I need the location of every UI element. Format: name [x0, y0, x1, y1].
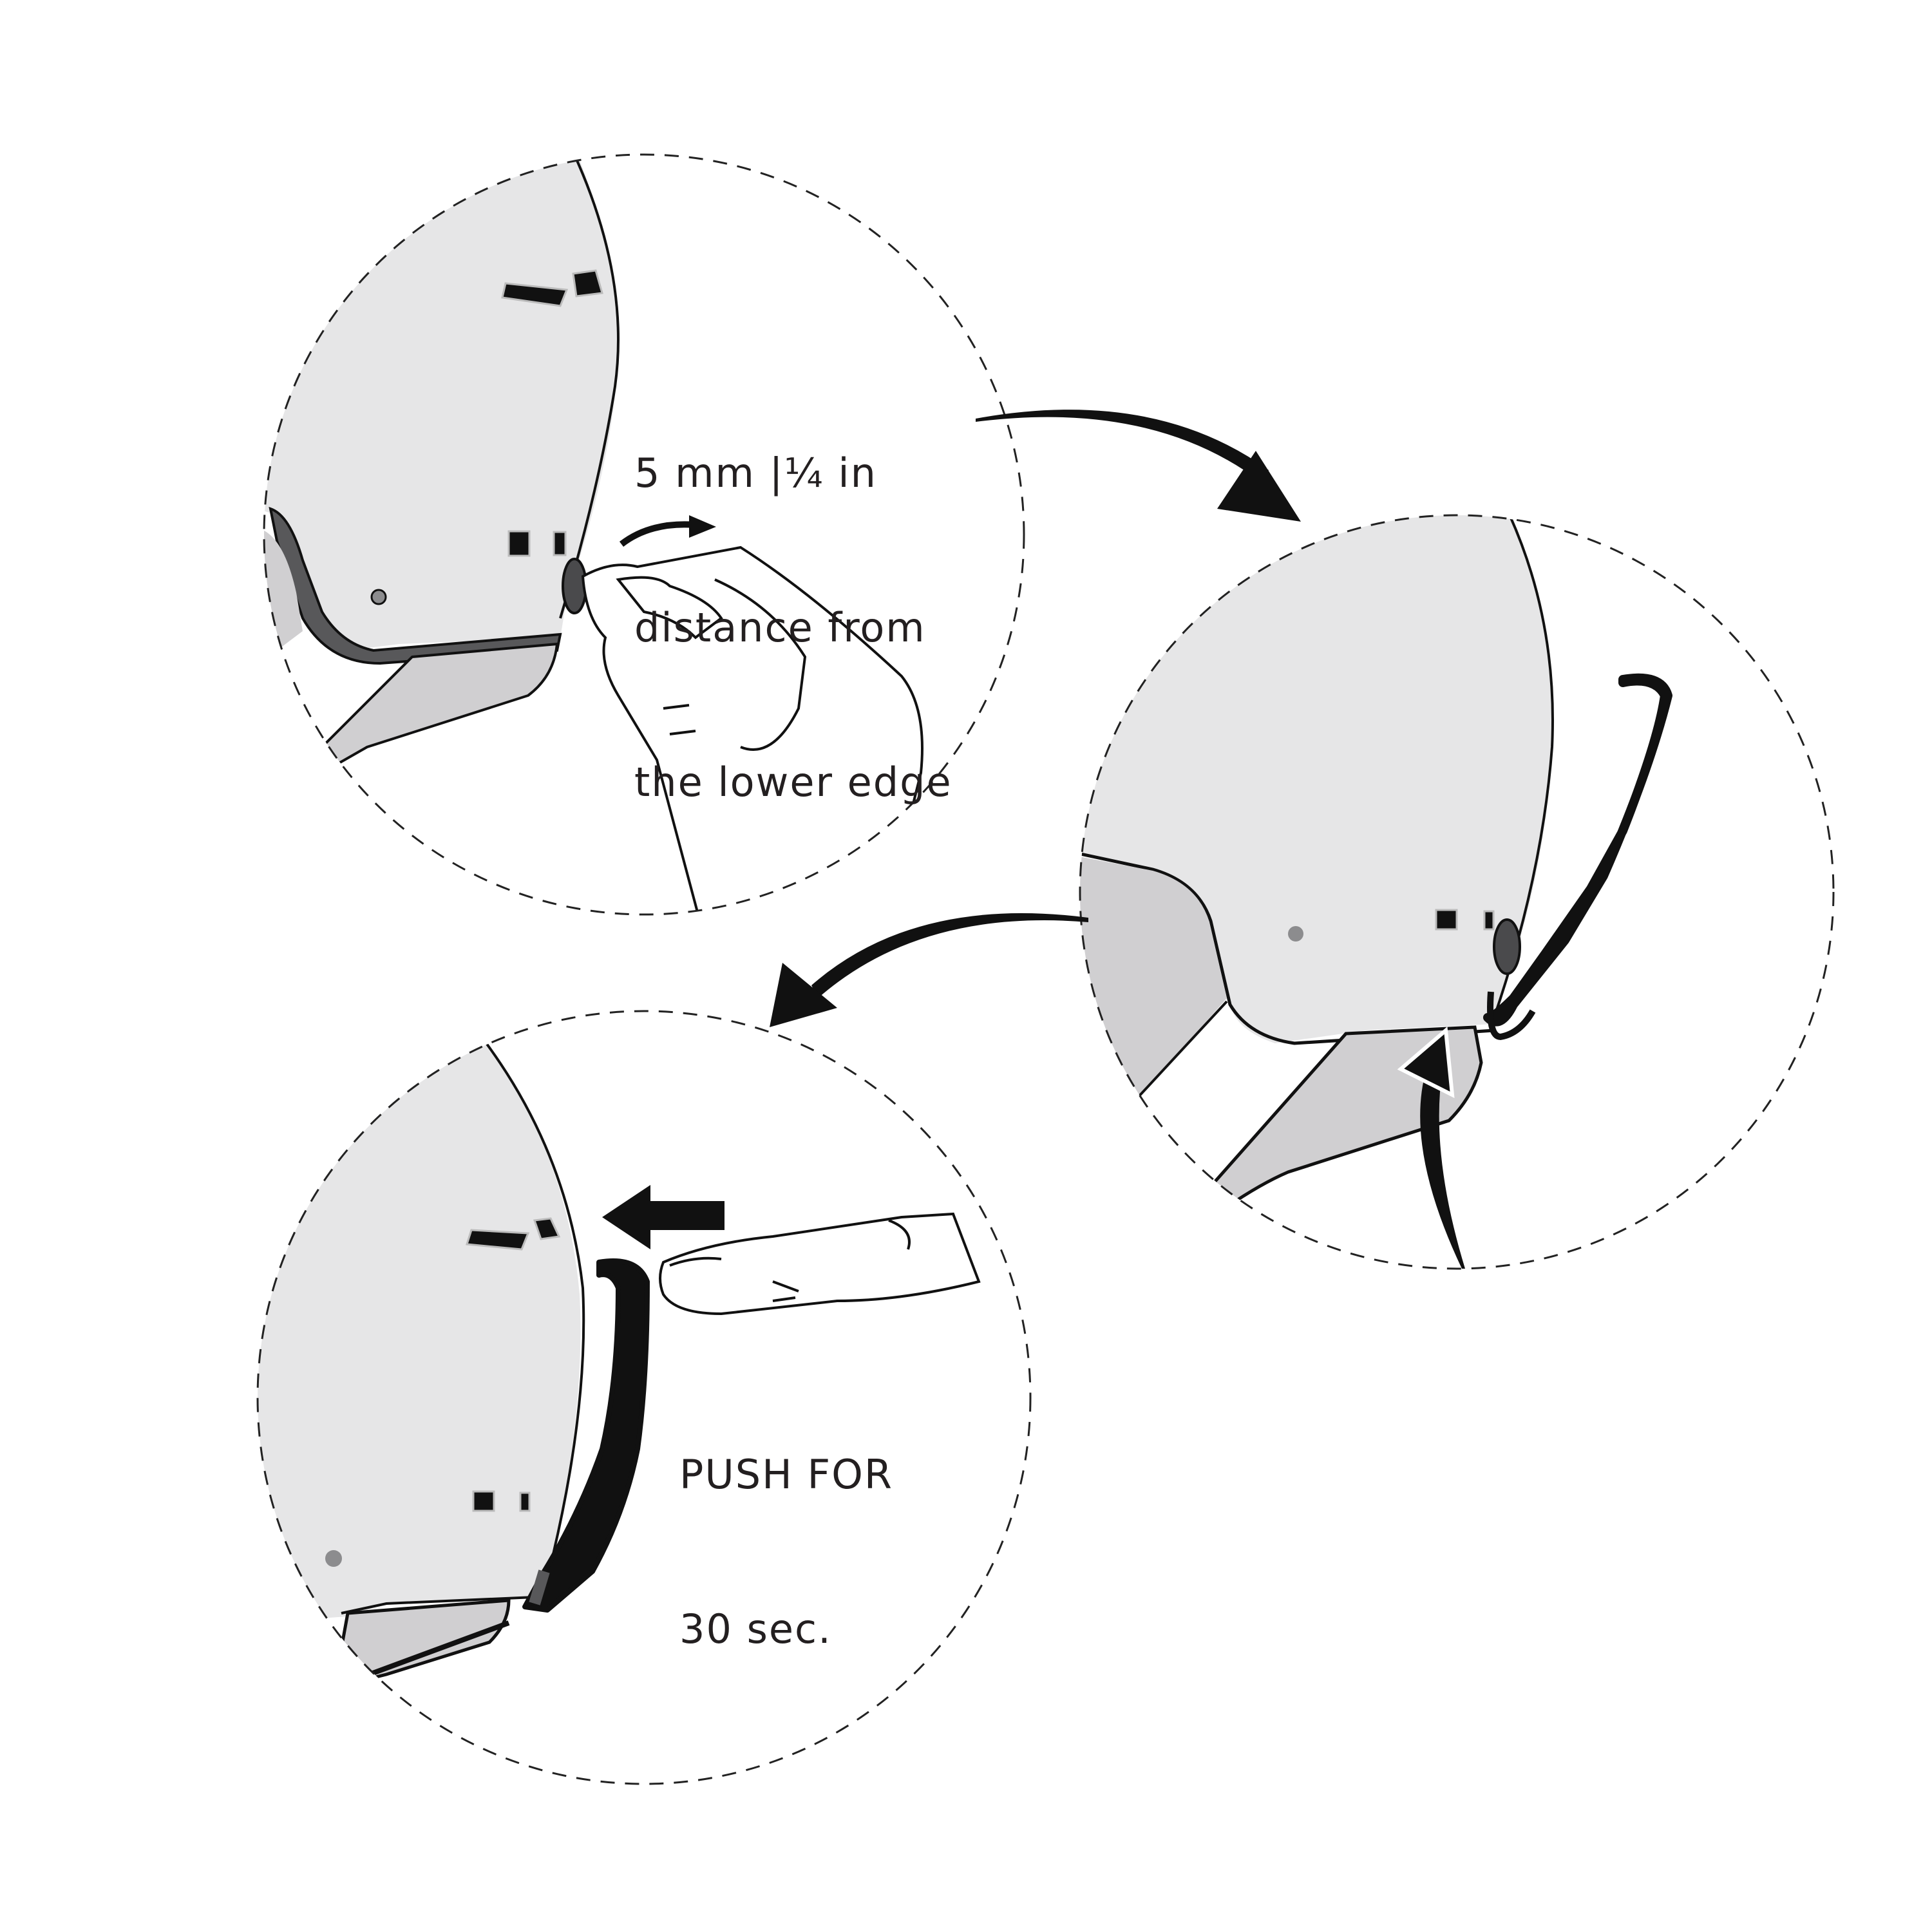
- push-annotation: PUSH FOR 30 sec.: [679, 1346, 893, 1707]
- helmet-chin-guard: [314, 642, 559, 775]
- vent-dot: [1288, 926, 1303, 942]
- helmet-chin-guard: [339, 1598, 511, 1683]
- vent-icon: [501, 282, 569, 307]
- vent-icon: [466, 1229, 530, 1251]
- vent-icon: [519, 1492, 531, 1512]
- hand-icon: [581, 545, 923, 914]
- distance-annotation: 5 mm |¼ in distance from the lower edge: [634, 345, 952, 860]
- annotation-line: 30 sec.: [679, 1605, 832, 1653]
- flow-arrow-2-to-3: [770, 913, 1088, 1027]
- annotation-line: PUSH FOR: [679, 1451, 893, 1498]
- step-3-panel: [256, 1010, 1032, 1785]
- insert-arrow-icon: [1420, 1069, 1465, 1269]
- adjust-knob-icon: [1493, 918, 1521, 975]
- vent-icon: [472, 1490, 495, 1512]
- step-3-frame: [256, 1010, 1032, 1785]
- push-arrow-icon: [602, 1185, 724, 1249]
- rotate-arrow-icon: [619, 521, 696, 547]
- finger-icon: [659, 1212, 981, 1316]
- vent-icon: [1435, 909, 1458, 931]
- vent-icon: [507, 530, 531, 557]
- annotation-line: 5 mm |¼ in: [634, 450, 877, 497]
- vent-icon: [572, 269, 603, 298]
- step-2-frame: [1079, 514, 1835, 1270]
- strap-icon: [522, 1258, 650, 1613]
- annotation-line: the lower edge: [634, 759, 952, 806]
- vent-icon: [1483, 910, 1495, 931]
- vent-icon: [553, 531, 567, 556]
- annotation-line: distance from: [634, 604, 926, 651]
- vent-icon: [533, 1217, 561, 1240]
- helmet-shell: [258, 1030, 581, 1623]
- step-1-frame: [263, 153, 1025, 916]
- vent-dot: [325, 1550, 342, 1567]
- helmet-shell: [1080, 515, 1553, 1043]
- vent-dot: [370, 589, 387, 605]
- flow-arrow-1-to-2: [976, 410, 1301, 522]
- step-2-panel: [1079, 514, 1835, 1270]
